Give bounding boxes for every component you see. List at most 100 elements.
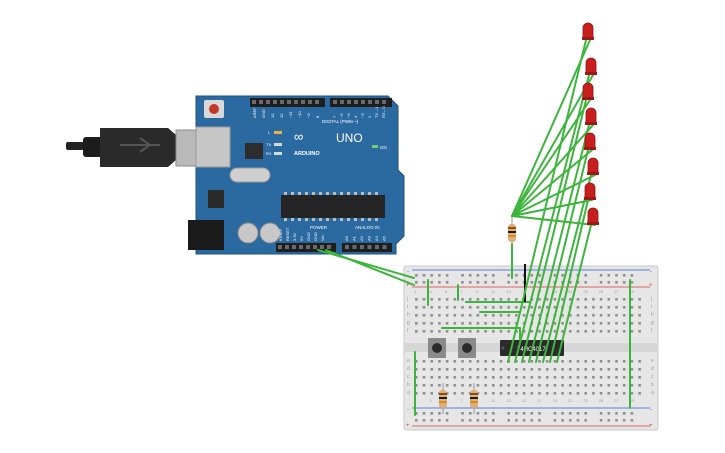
breadboard-hole[interactable]: [484, 392, 487, 395]
breadboard-hole[interactable]: [553, 384, 557, 387]
breadboard-hole[interactable]: [615, 376, 618, 379]
breadboard-hole[interactable]: [438, 322, 441, 325]
breadboard-hole[interactable]: [576, 392, 580, 395]
led-4[interactable]: [585, 107, 597, 125]
breadboard-hole[interactable]: [499, 314, 503, 317]
breadboard-hole[interactable]: [530, 419, 534, 422]
breadboard-hole[interactable]: [530, 281, 534, 284]
resistor-2[interactable]: [470, 383, 478, 414]
breadboard-hole[interactable]: [622, 419, 626, 422]
breadboard-hole[interactable]: [538, 368, 541, 371]
breadboard-hole[interactable]: [468, 274, 472, 277]
breadboard-hole[interactable]: [430, 360, 433, 363]
breadboard-hole[interactable]: [607, 412, 611, 415]
header-hole[interactable]: [375, 245, 379, 249]
breadboard-hole[interactable]: [622, 281, 626, 284]
breadboard-hole[interactable]: [461, 298, 464, 301]
breadboard-hole[interactable]: [499, 298, 503, 301]
breadboard-hole[interactable]: [422, 274, 426, 277]
breadboard-hole[interactable]: [468, 376, 472, 379]
breadboard-hole[interactable]: [484, 360, 487, 363]
breadboard-hole[interactable]: [415, 330, 418, 333]
breadboard-hole[interactable]: [561, 322, 564, 325]
breadboard-hole[interactable]: [630, 322, 634, 325]
breadboard-hole[interactable]: [592, 360, 595, 363]
header-hole[interactable]: [280, 100, 284, 104]
breadboard-hole[interactable]: [569, 384, 572, 387]
header-hole[interactable]: [266, 100, 270, 104]
breadboard-hole[interactable]: [476, 360, 480, 363]
breadboard-hole[interactable]: [569, 330, 572, 333]
breadboard-hole[interactable]: [615, 330, 618, 333]
breadboard-hole[interactable]: [476, 368, 480, 371]
breadboard-hole[interactable]: [453, 376, 457, 379]
breadboard-hole[interactable]: [538, 360, 541, 363]
breadboard-hole[interactable]: [622, 360, 626, 363]
breadboard-hole[interactable]: [484, 330, 487, 333]
breadboard-hole[interactable]: [553, 419, 557, 422]
header-hole[interactable]: [360, 245, 364, 249]
breadboard-hole[interactable]: [592, 322, 595, 325]
led-5[interactable]: [584, 132, 596, 150]
breadboard-hole[interactable]: [622, 412, 626, 415]
breadboard-hole[interactable]: [515, 274, 518, 277]
breadboard-hole[interactable]: [445, 419, 449, 422]
breadboard-hole[interactable]: [492, 314, 495, 317]
breadboard-hole[interactable]: [445, 376, 449, 379]
breadboard-hole[interactable]: [453, 392, 457, 395]
led-cathode-wire[interactable]: [511, 99, 591, 217]
breadboard-hole[interactable]: [584, 314, 587, 317]
pushbutton-1-cap[interactable]: [432, 343, 442, 353]
breadboard-hole[interactable]: [584, 376, 587, 379]
breadboard-hole[interactable]: [445, 314, 449, 317]
breadboard-hole[interactable]: [484, 322, 487, 325]
breadboard-hole[interactable]: [538, 376, 541, 379]
breadboard-hole[interactable]: [438, 419, 441, 422]
wire-gnd[interactable]: [325, 249, 415, 286]
breadboard-hole[interactable]: [415, 322, 418, 325]
breadboard-hole[interactable]: [430, 368, 433, 371]
breadboard-hole[interactable]: [630, 376, 634, 379]
breadboard-hole[interactable]: [599, 322, 603, 325]
breadboard-hole[interactable]: [515, 368, 518, 371]
header-hole[interactable]: [259, 100, 263, 104]
header-hole[interactable]: [340, 100, 344, 104]
breadboard-hole[interactable]: [622, 392, 626, 395]
breadboard-hole[interactable]: [530, 314, 534, 317]
breadboard-hole[interactable]: [538, 274, 541, 277]
breadboard-hole[interactable]: [461, 384, 464, 387]
breadboard-hole[interactable]: [522, 392, 526, 395]
breadboard-hole[interactable]: [499, 330, 503, 333]
breadboard-hole[interactable]: [599, 281, 603, 284]
breadboard-hole[interactable]: [530, 376, 534, 379]
breadboard-hole[interactable]: [545, 368, 549, 371]
header-hole[interactable]: [306, 245, 310, 249]
breadboard-hole[interactable]: [461, 330, 464, 333]
header-hole[interactable]: [382, 245, 387, 249]
breadboard-hole[interactable]: [638, 360, 641, 363]
breadboard-hole[interactable]: [484, 298, 487, 301]
breadboard-hole[interactable]: [576, 330, 580, 333]
breadboard-hole[interactable]: [422, 368, 426, 371]
breadboard-hole[interactable]: [615, 298, 618, 301]
breadboard-hole[interactable]: [615, 412, 618, 415]
led-8[interactable]: [587, 207, 599, 225]
breadboard-hole[interactable]: [545, 360, 549, 363]
breadboard-hole[interactable]: [468, 419, 472, 422]
wires[interactable]: [317, 243, 631, 416]
breadboard-hole[interactable]: [415, 384, 418, 387]
breadboard-hole[interactable]: [422, 330, 426, 333]
breadboard-hole[interactable]: [553, 298, 557, 301]
breadboard-hole[interactable]: [538, 330, 541, 333]
header-hole[interactable]: [313, 245, 317, 249]
breadboard-hole[interactable]: [499, 360, 503, 363]
breadboard-hole[interactable]: [615, 281, 618, 284]
led-wires[interactable]: [507, 39, 596, 363]
breadboard-hole[interactable]: [530, 412, 534, 415]
breadboard-hole[interactable]: [415, 376, 418, 379]
pushbutton-2[interactable]: [458, 338, 476, 358]
breadboard-hole[interactable]: [453, 360, 457, 363]
header-hole[interactable]: [327, 245, 331, 249]
breadboard-hole[interactable]: [522, 376, 526, 379]
breadboard-hole[interactable]: [561, 384, 564, 387]
